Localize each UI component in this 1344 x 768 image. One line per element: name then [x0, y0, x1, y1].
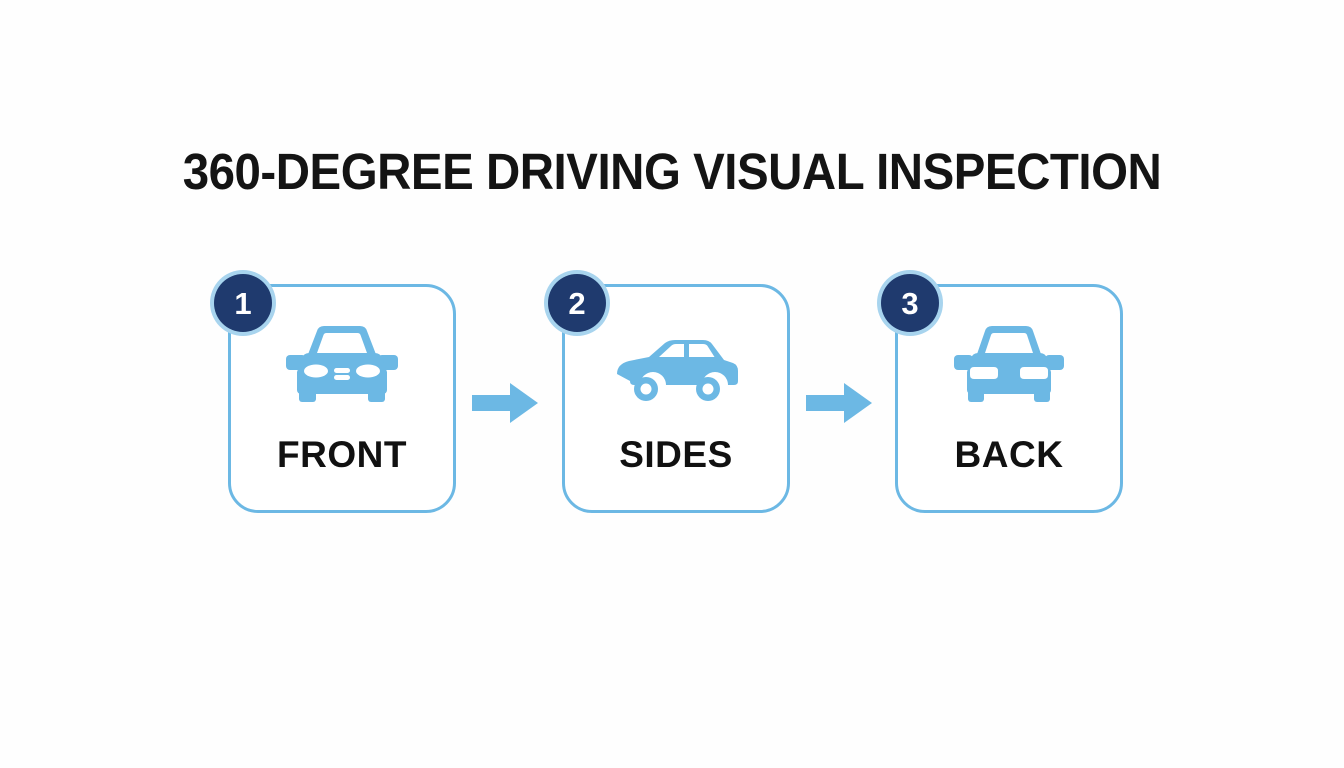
- car-back-icon: [898, 325, 1120, 411]
- step-label-front: FRONT: [277, 434, 407, 475]
- step-label-back: BACK: [954, 434, 1064, 475]
- step-number-badge-3: 3: [881, 274, 939, 332]
- step-number-badge-1: 1: [214, 274, 272, 332]
- steps-row: 1: [214, 274, 1128, 516]
- car-front-icon: [231, 325, 453, 411]
- step-card-sides[interactable]: 2: [548, 274, 790, 513]
- step-card-back[interactable]: 3: [881, 274, 1123, 513]
- arrow-right-icon: [472, 383, 538, 423]
- arrow-right-icon: [806, 383, 872, 423]
- car-side-icon: [565, 325, 787, 411]
- step-number-badge-2: 2: [548, 274, 606, 332]
- page-title: 360-DEGREE DRIVING VISUAL INSPECTION: [182, 143, 1162, 200]
- step-label-sides: SIDES: [619, 434, 733, 475]
- step-card-front[interactable]: 1: [214, 274, 456, 513]
